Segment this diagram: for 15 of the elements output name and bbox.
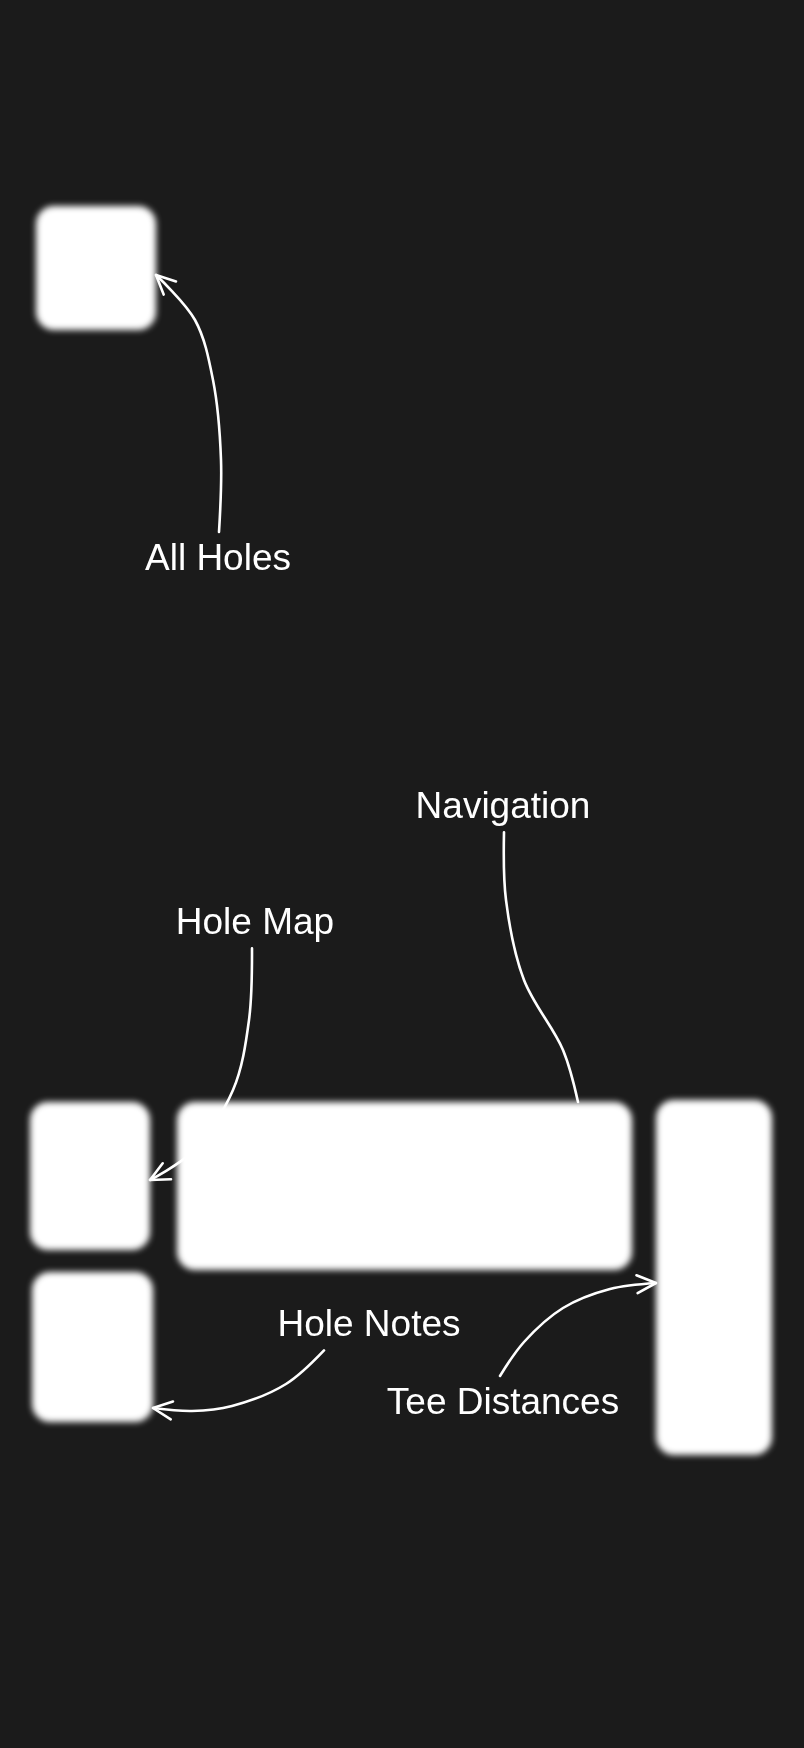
blurred-panel [177, 1102, 632, 1270]
blurred-panel [656, 1100, 772, 1455]
blurred-panel [32, 1272, 153, 1422]
leader-arrow [498, 1274, 658, 1378]
blurred-panel [36, 206, 156, 330]
leader-line [502, 831, 580, 1104]
callout-label: Navigation [415, 784, 591, 829]
callout-label: All Holes [145, 536, 291, 581]
leader-arrow [151, 1349, 326, 1421]
leader-arrow [148, 947, 254, 1182]
callout-label: Tee Distances [386, 1380, 620, 1425]
callout-label: Hole Map [175, 900, 335, 945]
blurred-panel [30, 1102, 150, 1250]
callout-label: Hole Notes [277, 1302, 461, 1347]
leader-arrow [154, 273, 223, 534]
